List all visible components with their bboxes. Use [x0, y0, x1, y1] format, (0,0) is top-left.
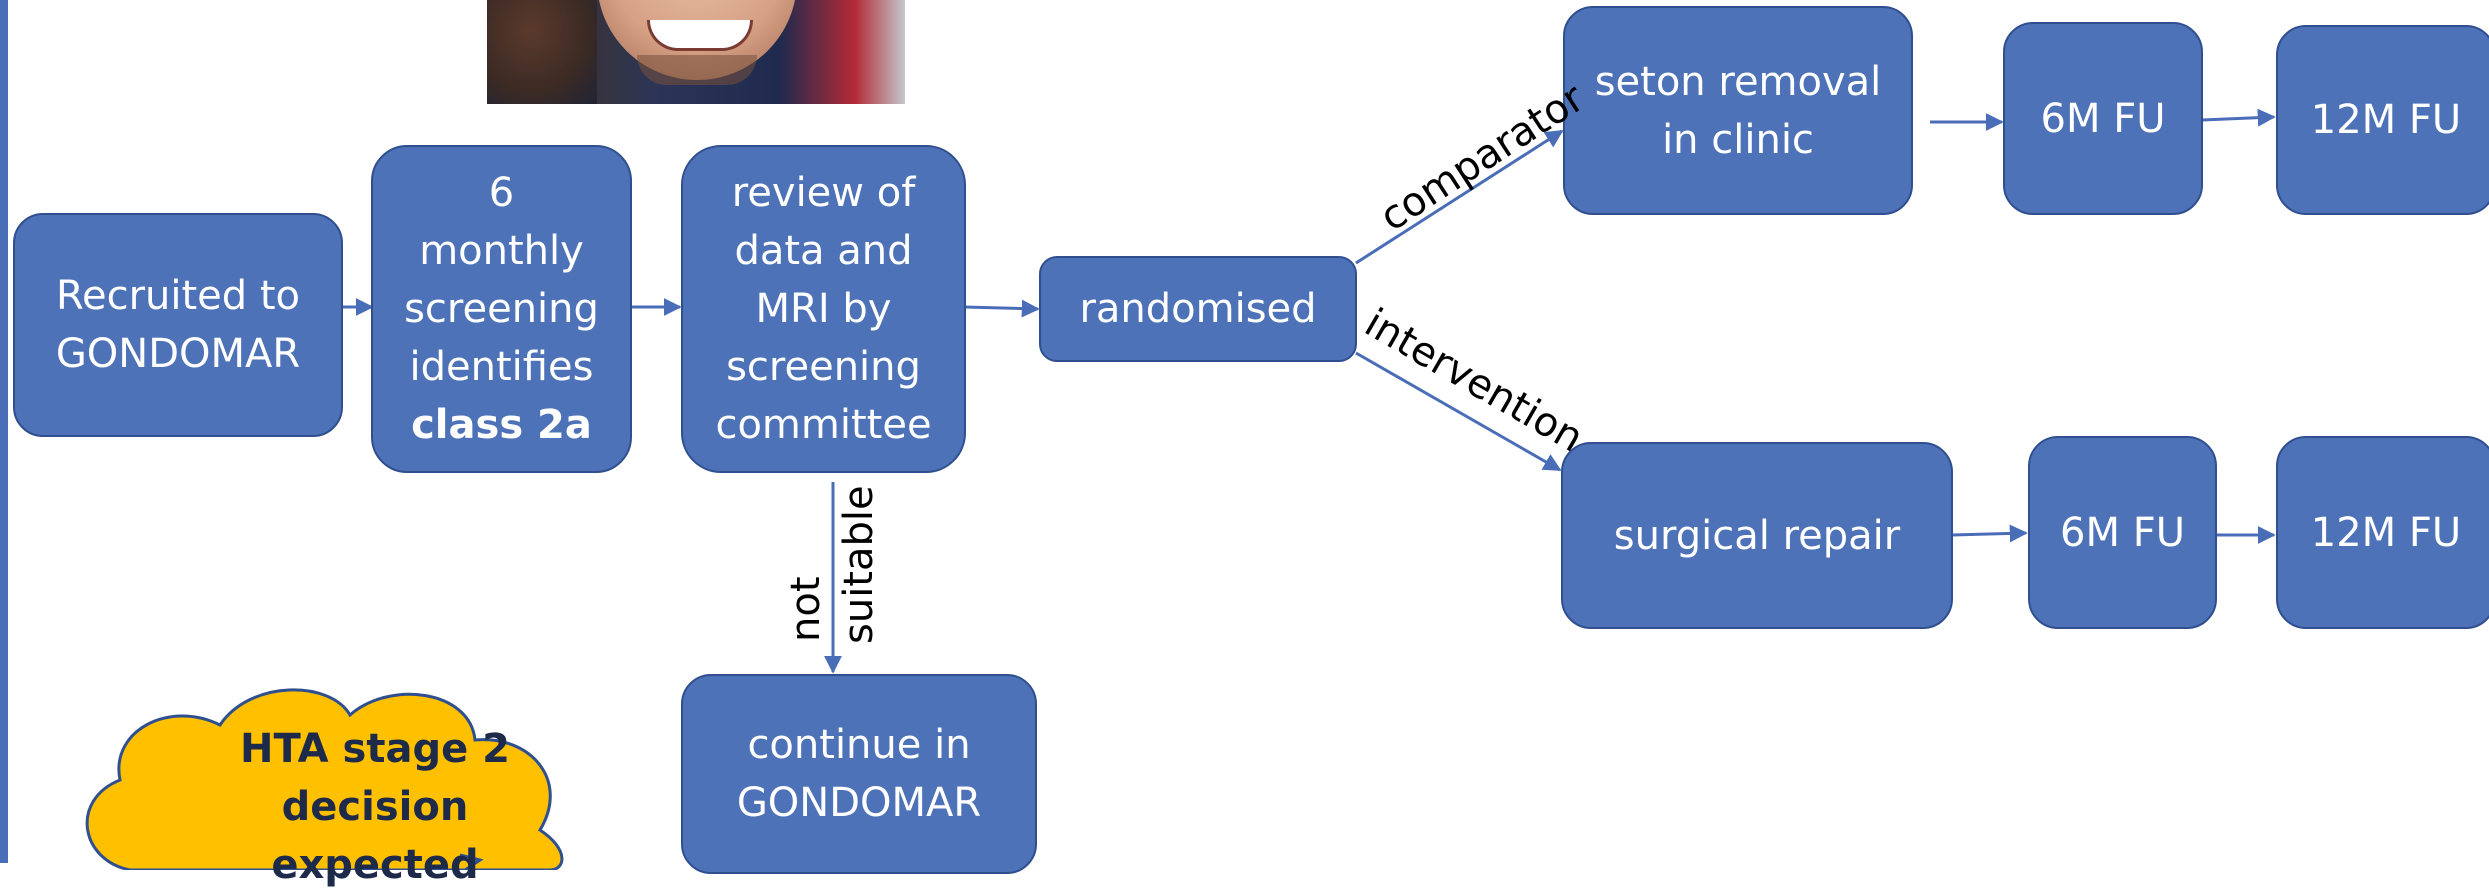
screening-class-label: class 2a: [411, 402, 592, 448]
continue-box: continue in GONDOMAR: [681, 674, 1037, 874]
screening-line-3: screening: [404, 286, 599, 332]
fu-12m-bottom-label: 12M FU: [2310, 509, 2462, 556]
fu-12m-bottom-box: 12M FU: [2276, 436, 2489, 629]
presenter-photo: [487, 0, 905, 104]
arrow-surgical-to-6m: [1951, 524, 2028, 543]
review-label: review of data and MRI by screening comm…: [715, 170, 932, 448]
screening-line-4: identifies: [409, 344, 594, 390]
screening-text: 6 monthly screening identifies class 2a: [404, 164, 599, 454]
screening-line-1: 6: [488, 170, 515, 216]
not-label: not: [783, 576, 829, 642]
comparator-label: comparator: [1372, 75, 1593, 241]
photo-hair: [487, 0, 597, 104]
recruited-label: Recruited to GONDOMAR: [55, 273, 301, 377]
fu-12m-top-label: 12M FU: [2310, 97, 2462, 143]
fu-6m-top-box: 6M FU: [2003, 22, 2203, 215]
surgical-repair-box: surgical repair: [1561, 442, 1953, 629]
fu-6m-bottom-label: 6M FU: [2060, 509, 2185, 556]
recruited-box: Recruited to GONDOMAR: [13, 213, 343, 437]
seton-removal-label: seton removal in clinic: [1594, 58, 1882, 163]
screening-box: 6 monthly screening identifies class 2a: [371, 145, 632, 473]
hta-callout-text: HTA stage 2 decision expected: [240, 726, 510, 888]
randomised-label: randomised: [1079, 286, 1317, 332]
photo-smile: [647, 20, 753, 51]
surgical-repair-label: surgical repair: [1613, 512, 1901, 559]
fu-6m-top-label: 6M FU: [2040, 95, 2166, 142]
intervention-label: intervention: [1357, 300, 1591, 462]
hta-cloud-callout: HTA stage 2 decision expected: [70, 680, 580, 888]
screening-line-2: monthly: [419, 228, 584, 274]
fu-6m-bottom-box: 6M FU: [2028, 436, 2217, 629]
fu-12m-top-box: 12M FU: [2276, 25, 2489, 215]
randomised-box: randomised: [1039, 256, 1357, 362]
suitable-label: suitable: [836, 485, 882, 644]
arrow-review-to-randomised: [963, 299, 1040, 318]
review-box: review of data and MRI by screening comm…: [681, 145, 966, 473]
arrow-6m-to-12m-top: [2201, 108, 2276, 127]
seton-removal-box: seton removal in clinic: [1563, 6, 1913, 215]
continue-label: continue in GONDOMAR: [736, 722, 982, 826]
slide-left-border: [0, 0, 8, 863]
photo-beard: [637, 55, 757, 85]
